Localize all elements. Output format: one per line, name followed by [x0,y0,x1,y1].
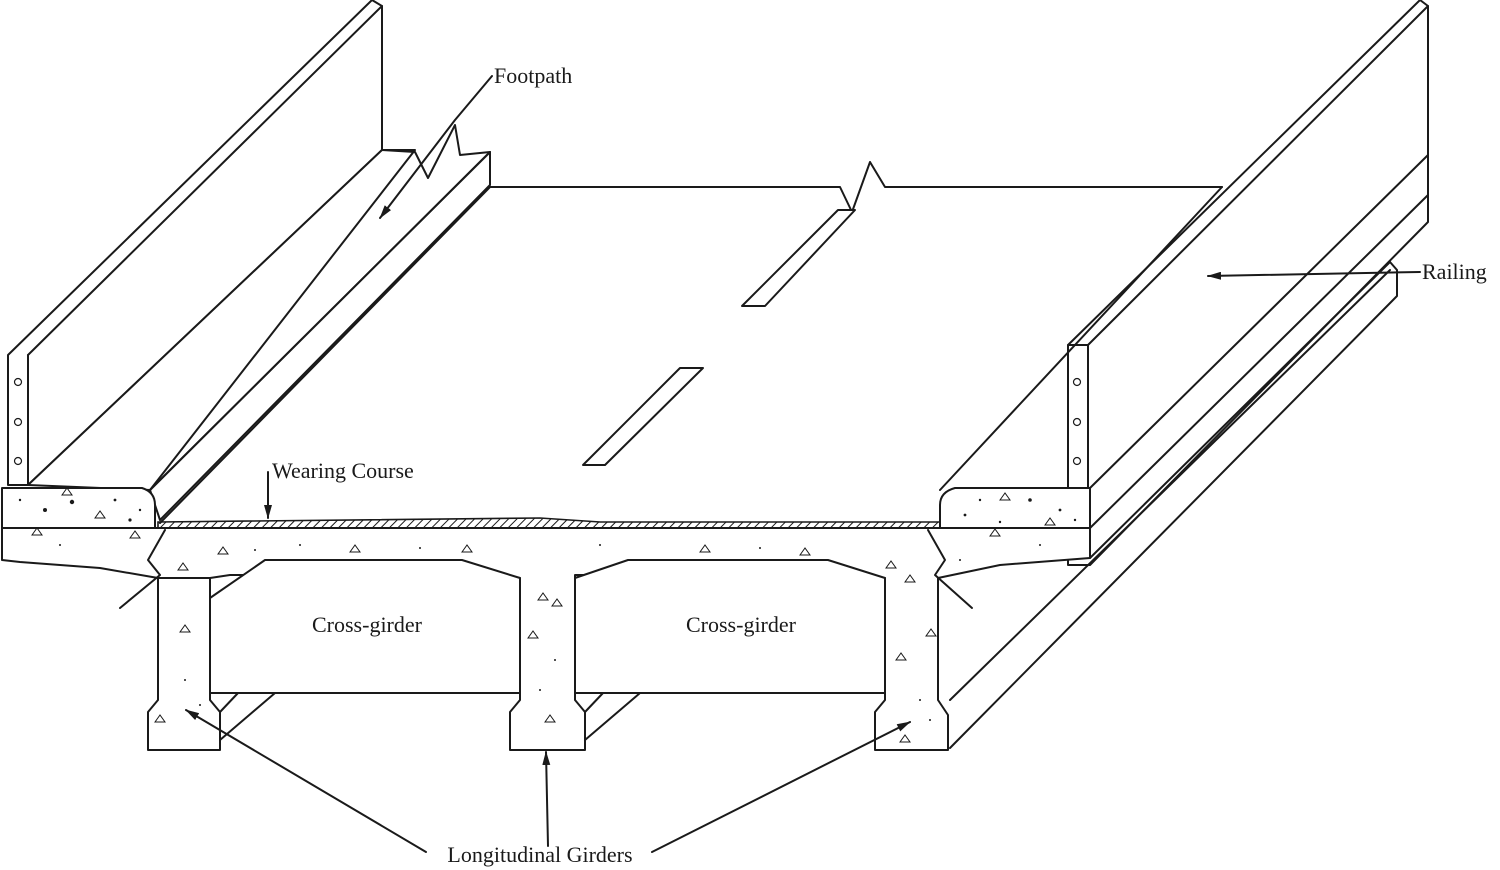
wearing-course-label: Wearing Course [272,458,414,483]
right-railing [1067,0,1429,566]
break-line-right [927,529,973,609]
footpath-label: Footpath [494,63,572,88]
carriageway [159,161,1223,524]
concrete-texture [18,487,1077,743]
lane-marking [582,367,704,466]
left-kerb [1,487,156,529]
railing-callout: Railing [1207,259,1487,284]
longitudinal-girders-label: Longitudinal Girders [447,842,632,867]
break-line-left [119,529,166,609]
footpath-callout: Footpath [379,63,572,219]
right-footpath-back [939,186,1398,749]
cross-girder-right [574,559,886,694]
railing-label: Railing [1422,259,1487,284]
deck-cross-section [1,487,1091,751]
cross-girder-right-label: Cross-girder [686,612,797,637]
cross-girder-left [209,559,521,694]
lane-marking [741,209,856,307]
deck-slab-and-girders [1,527,1091,751]
cross-girder-left-label: Cross-girder [312,612,423,637]
left-footpath [27,124,491,521]
wearing-course-callout: Wearing Course [264,458,414,519]
longitudinal-girders-callout: Longitudinal Girders [185,709,911,867]
right-kerb [939,487,1091,529]
